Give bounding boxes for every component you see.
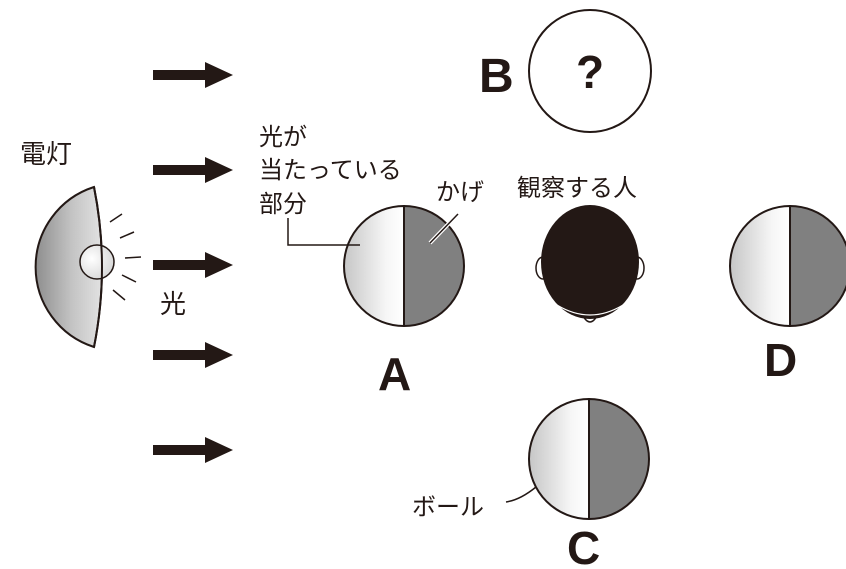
position-d: D bbox=[729, 204, 846, 386]
position-c: C ボール bbox=[412, 397, 650, 569]
arrow-4 bbox=[153, 342, 233, 368]
lit-part-leader bbox=[287, 218, 360, 246]
shadow-leader bbox=[429, 213, 459, 244]
lit-part-annotation: 光が 当たっている 部分 bbox=[259, 123, 402, 246]
ball-leader bbox=[505, 486, 537, 503]
observer: 観察する人 bbox=[517, 174, 645, 323]
arrow-1 bbox=[153, 62, 233, 88]
label-c: C bbox=[567, 522, 600, 569]
light-bulb bbox=[79, 244, 115, 280]
label-b: B bbox=[479, 50, 514, 103]
ball-d-lit-half bbox=[729, 204, 791, 328]
ball-c-shadow-half bbox=[588, 397, 650, 521]
lit-part-label-line-2: 当たっている bbox=[259, 156, 402, 184]
ball-a-lit-half bbox=[343, 204, 405, 328]
position-a: A bbox=[343, 204, 465, 400]
lamp bbox=[34, 185, 142, 349]
ball-c-lit-half bbox=[528, 397, 590, 521]
shadow-annotation: かげ bbox=[428, 178, 484, 245]
position-b: ? B bbox=[479, 9, 652, 133]
lamp-label: 電灯 bbox=[20, 140, 72, 170]
observer-label: 観察する人 bbox=[517, 174, 637, 202]
ball-b-unknown bbox=[528, 9, 652, 133]
arrow-3 bbox=[153, 252, 233, 278]
label-d: D bbox=[764, 334, 797, 386]
question-mark: ? bbox=[576, 46, 604, 98]
lit-part-label-line-3: 部分 bbox=[259, 190, 307, 218]
arrow-2 bbox=[153, 157, 233, 183]
ball-d-shadow-half bbox=[789, 204, 846, 328]
light-rays bbox=[109, 213, 142, 301]
light-arrows bbox=[153, 62, 233, 463]
ball-a-shadow-half bbox=[403, 204, 465, 328]
light-label: 光 bbox=[160, 290, 186, 320]
label-a: A bbox=[378, 348, 411, 400]
ball-label: ボール bbox=[412, 493, 484, 521]
observer-head bbox=[541, 205, 639, 319]
arrow-5 bbox=[153, 437, 233, 463]
lit-part-label-line-1: 光が bbox=[259, 123, 307, 151]
shadow-label: かげ bbox=[436, 178, 484, 206]
observer-face-edge bbox=[556, 304, 624, 316]
